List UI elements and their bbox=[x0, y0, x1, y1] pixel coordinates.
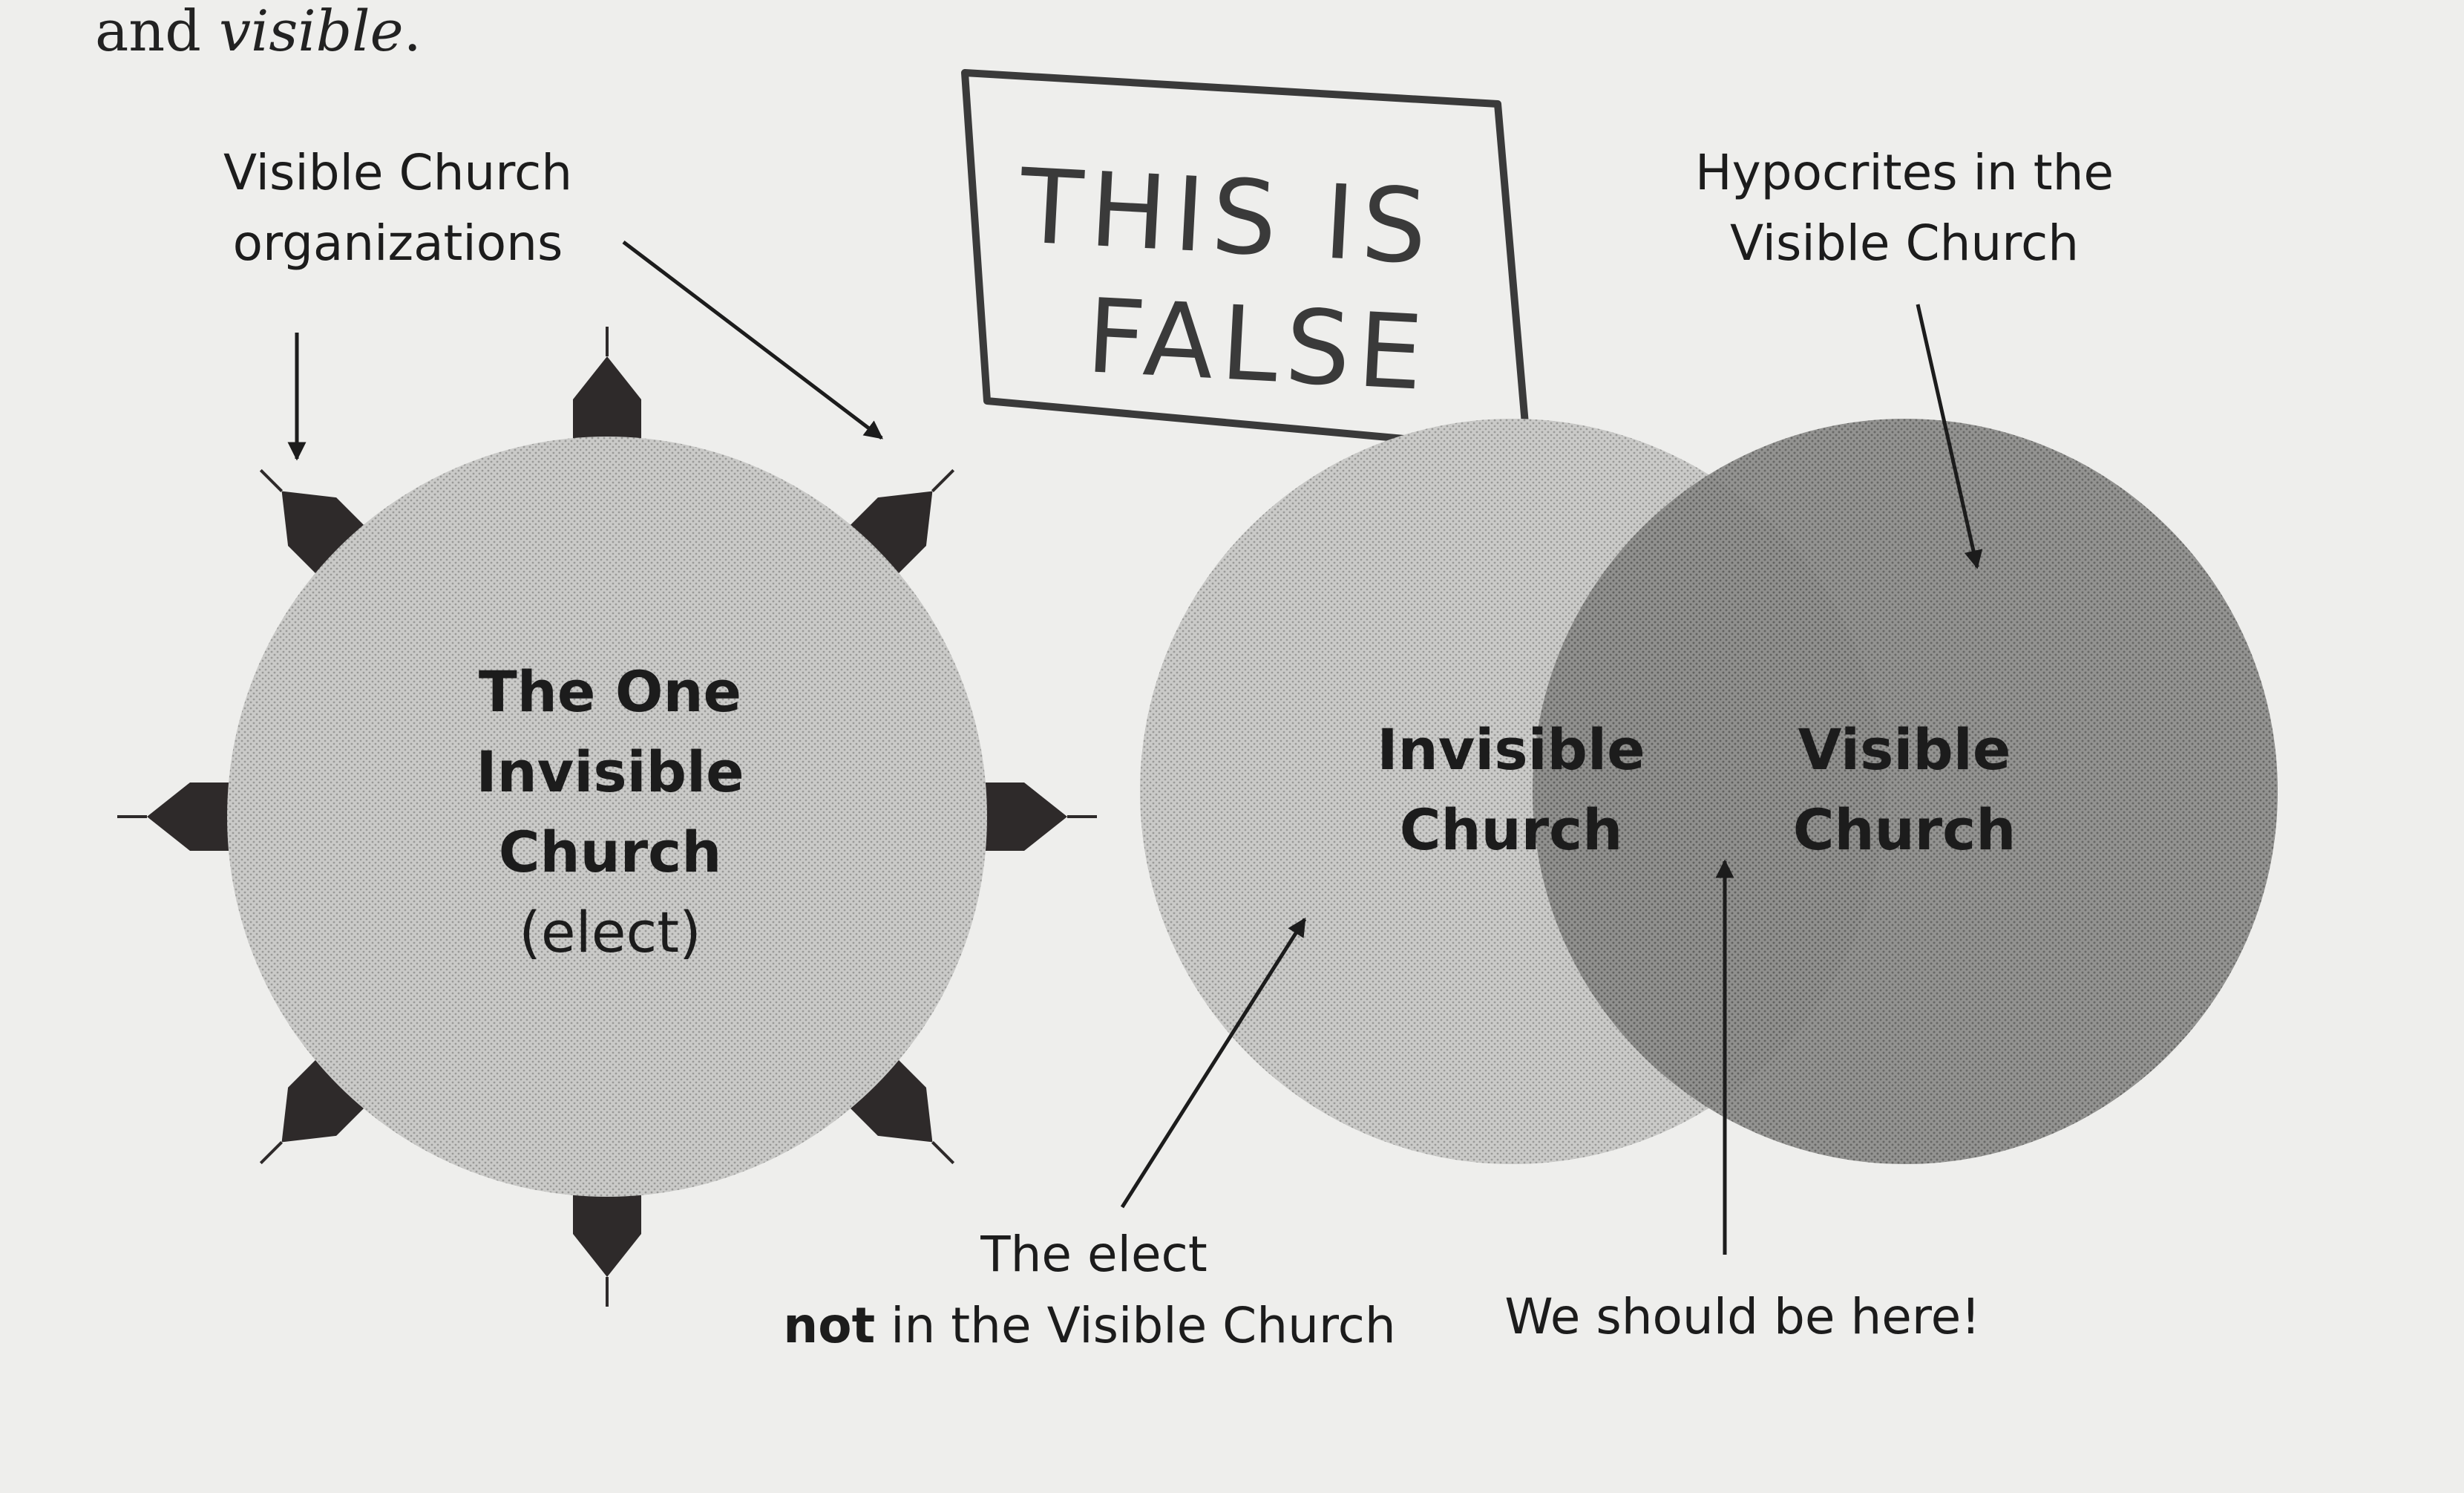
callout-organizations-line-2: organizations bbox=[233, 215, 563, 272]
elect-arrow bbox=[1120, 917, 1307, 1209]
left-diagram: The One Invisible Church (elect) Visible… bbox=[117, 144, 1097, 1307]
organizations-arrow-diagonal bbox=[622, 241, 883, 440]
steeple-3 bbox=[965, 783, 1097, 851]
hypocrites-label-1: Hypocrites in the bbox=[1695, 144, 2114, 201]
circle-label-line-2: Invisible bbox=[476, 739, 744, 805]
hypocrites-arrow bbox=[1916, 304, 1983, 569]
stamp-line-1: THIS IS bbox=[1016, 146, 1437, 287]
elect-label-line-2: not in the Visible Church bbox=[783, 1297, 1395, 1354]
visible-church-venn-circle bbox=[1533, 419, 2278, 1164]
circle-label-elect: (elect) bbox=[519, 899, 701, 965]
invisible-church-label-1: Invisible bbox=[1377, 716, 1645, 783]
elect-label-line-1: The elect bbox=[980, 1226, 1207, 1283]
right-diagram: Invisible Church Visible Church Hypocrit… bbox=[783, 144, 2278, 1354]
visible-church-label-2: Church bbox=[1793, 797, 2016, 863]
circle-label-line-3: Church bbox=[499, 819, 722, 885]
visible-church-label-1: Visible bbox=[1798, 716, 2011, 783]
we-should-be-here-label: We should be here! bbox=[1504, 1288, 1980, 1345]
callout-organizations-line-1: Visible Church bbox=[223, 144, 572, 201]
invisible-church-circle bbox=[227, 437, 987, 1197]
steeple-7 bbox=[117, 783, 249, 851]
steeple-5 bbox=[573, 1175, 641, 1307]
invisible-church-label-2: Church bbox=[1400, 797, 1623, 863]
steeple-1 bbox=[573, 327, 641, 459]
hypocrites-label-2: Visible Church bbox=[1730, 215, 2079, 272]
false-stamp: THIS IS FALSE bbox=[961, 69, 1531, 454]
circle-label-line-1: The One bbox=[479, 659, 741, 725]
intro-text: and visible. bbox=[95, 0, 422, 64]
stamp-line-2: FALSE bbox=[1084, 276, 1433, 414]
